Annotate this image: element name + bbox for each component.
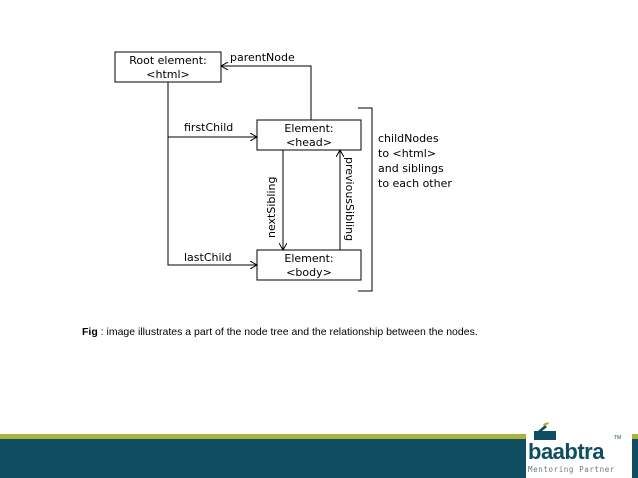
child-nodes-note-line-4: to each other [378,177,452,190]
logo-mark-icon [534,422,556,440]
body-node-tag: <body> [286,266,332,279]
root-node-tag: <html> [146,68,190,81]
caption-text: : image illustrates a part of the node t… [97,326,478,338]
first-child-edge-label: firstChild [184,121,233,134]
footer-band-light [0,434,638,439]
child-nodes-note-line-1: childNodes [378,132,439,145]
child-nodes-note-line-3: and siblings [378,162,444,175]
child-nodes-note-line-2: to <html> [378,147,436,160]
body-node-label: Element: [284,252,333,265]
caption-label: Fig [82,326,98,338]
figure-caption: Fig : image illustrates a part of the no… [82,326,478,338]
root-node-box [114,51,222,83]
head-node-box [256,119,362,151]
previous-sibling-edge-label: previousSibling [343,157,356,241]
parent-node-edge [221,66,312,120]
head-node-tag: <head> [286,136,332,149]
last-child-edge-label: lastChild [184,251,232,264]
child-nodes-bracket [358,107,373,292]
baabtra-logo: baabtra TM Mentoring Partner [526,420,632,478]
next-sibling-edge-label: nextSibling [265,177,278,238]
parent-node-edge-label: parentNode [230,51,295,64]
last-child-edge [167,137,257,265]
root-node-label: Root element: [129,54,206,67]
head-node-label: Element: [284,122,333,135]
logo-wordmark: baabtra [528,439,604,464]
body-node-box [256,249,362,281]
logo-trademark: TM [614,435,622,441]
node-tree-diagram: Root element: <html> Element: <head> Ele… [114,51,452,292]
logo-tagline: Mentoring Partner [528,465,615,474]
